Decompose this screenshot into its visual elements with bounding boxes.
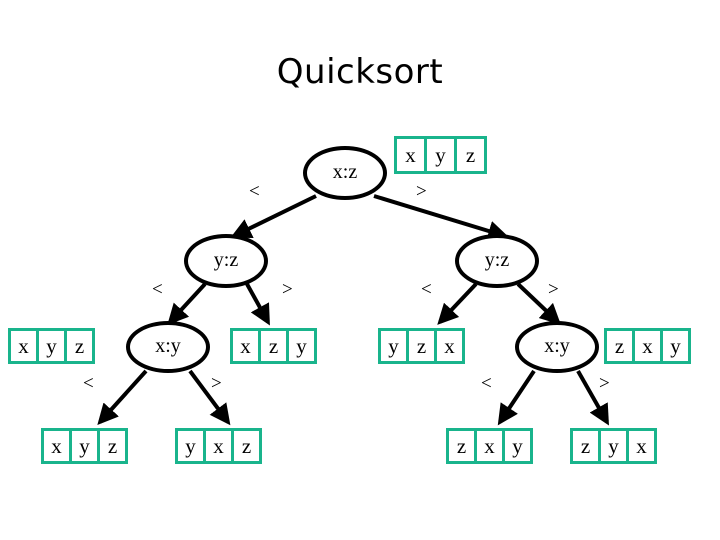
array-cell: z bbox=[97, 428, 128, 464]
edge-label: < bbox=[421, 279, 432, 300]
array-cell: z bbox=[570, 428, 601, 464]
tree-edge bbox=[230, 194, 317, 238]
array-cell: z bbox=[446, 428, 477, 464]
array-cell: x bbox=[394, 136, 427, 174]
array-cell: z bbox=[231, 428, 262, 464]
decision-node-label: y:z bbox=[484, 249, 510, 271]
array-cell: x bbox=[434, 328, 465, 364]
array-cell: x bbox=[632, 328, 663, 364]
array-cell: x bbox=[474, 428, 505, 464]
edge-label: < bbox=[481, 373, 492, 394]
tree-edge bbox=[97, 369, 148, 425]
tree-edge bbox=[497, 369, 536, 426]
decision-node-l2-right[interactable]: x:y bbox=[515, 321, 599, 373]
edge-label: < bbox=[152, 279, 163, 300]
decision-node-label: x:z bbox=[332, 161, 358, 183]
edge-label: < bbox=[249, 181, 260, 202]
tree-edge bbox=[167, 282, 207, 325]
decision-node-label: y:z bbox=[213, 249, 239, 271]
array-cell: y bbox=[502, 428, 533, 464]
tree-edge bbox=[245, 283, 270, 326]
edge-label: > bbox=[211, 373, 222, 394]
decision-node-label: x:y bbox=[155, 335, 181, 357]
array-cell: y bbox=[378, 328, 409, 364]
decision-node-l1-right[interactable]: y:z bbox=[455, 234, 539, 288]
array-cell: y bbox=[69, 428, 100, 464]
array-cell: x bbox=[230, 328, 261, 364]
array-cell: y bbox=[660, 328, 691, 364]
edge-label: > bbox=[416, 181, 427, 202]
array-cell: y bbox=[598, 428, 629, 464]
tree-edge bbox=[373, 194, 509, 242]
decision-node-root[interactable]: x:z bbox=[303, 146, 387, 200]
page-title: Quicksort bbox=[276, 52, 444, 92]
decision-node-l2-left[interactable]: x:y bbox=[126, 321, 210, 373]
array-cell: y bbox=[424, 136, 457, 174]
decision-node-l1-left[interactable]: y:z bbox=[184, 234, 268, 288]
array-cell: x bbox=[203, 428, 234, 464]
array-cell: x bbox=[626, 428, 657, 464]
edge-label: > bbox=[599, 373, 610, 394]
array-cell: z bbox=[64, 328, 95, 364]
array-cell: z bbox=[454, 136, 487, 174]
array-cell: y bbox=[36, 328, 67, 364]
array-cell: z bbox=[406, 328, 437, 364]
array-cell: x bbox=[41, 428, 72, 464]
edge-label: > bbox=[548, 279, 559, 300]
array-cell: y bbox=[286, 328, 317, 364]
array-cell: z bbox=[604, 328, 635, 364]
array-cell: y bbox=[175, 428, 206, 464]
array-cell: z bbox=[258, 328, 289, 364]
edge-label: < bbox=[83, 373, 94, 394]
edge-label: > bbox=[282, 279, 293, 300]
tree-edge bbox=[188, 369, 231, 426]
tree-edge bbox=[437, 282, 478, 325]
array-cell: x bbox=[8, 328, 39, 364]
decision-node-label: x:y bbox=[544, 335, 570, 357]
